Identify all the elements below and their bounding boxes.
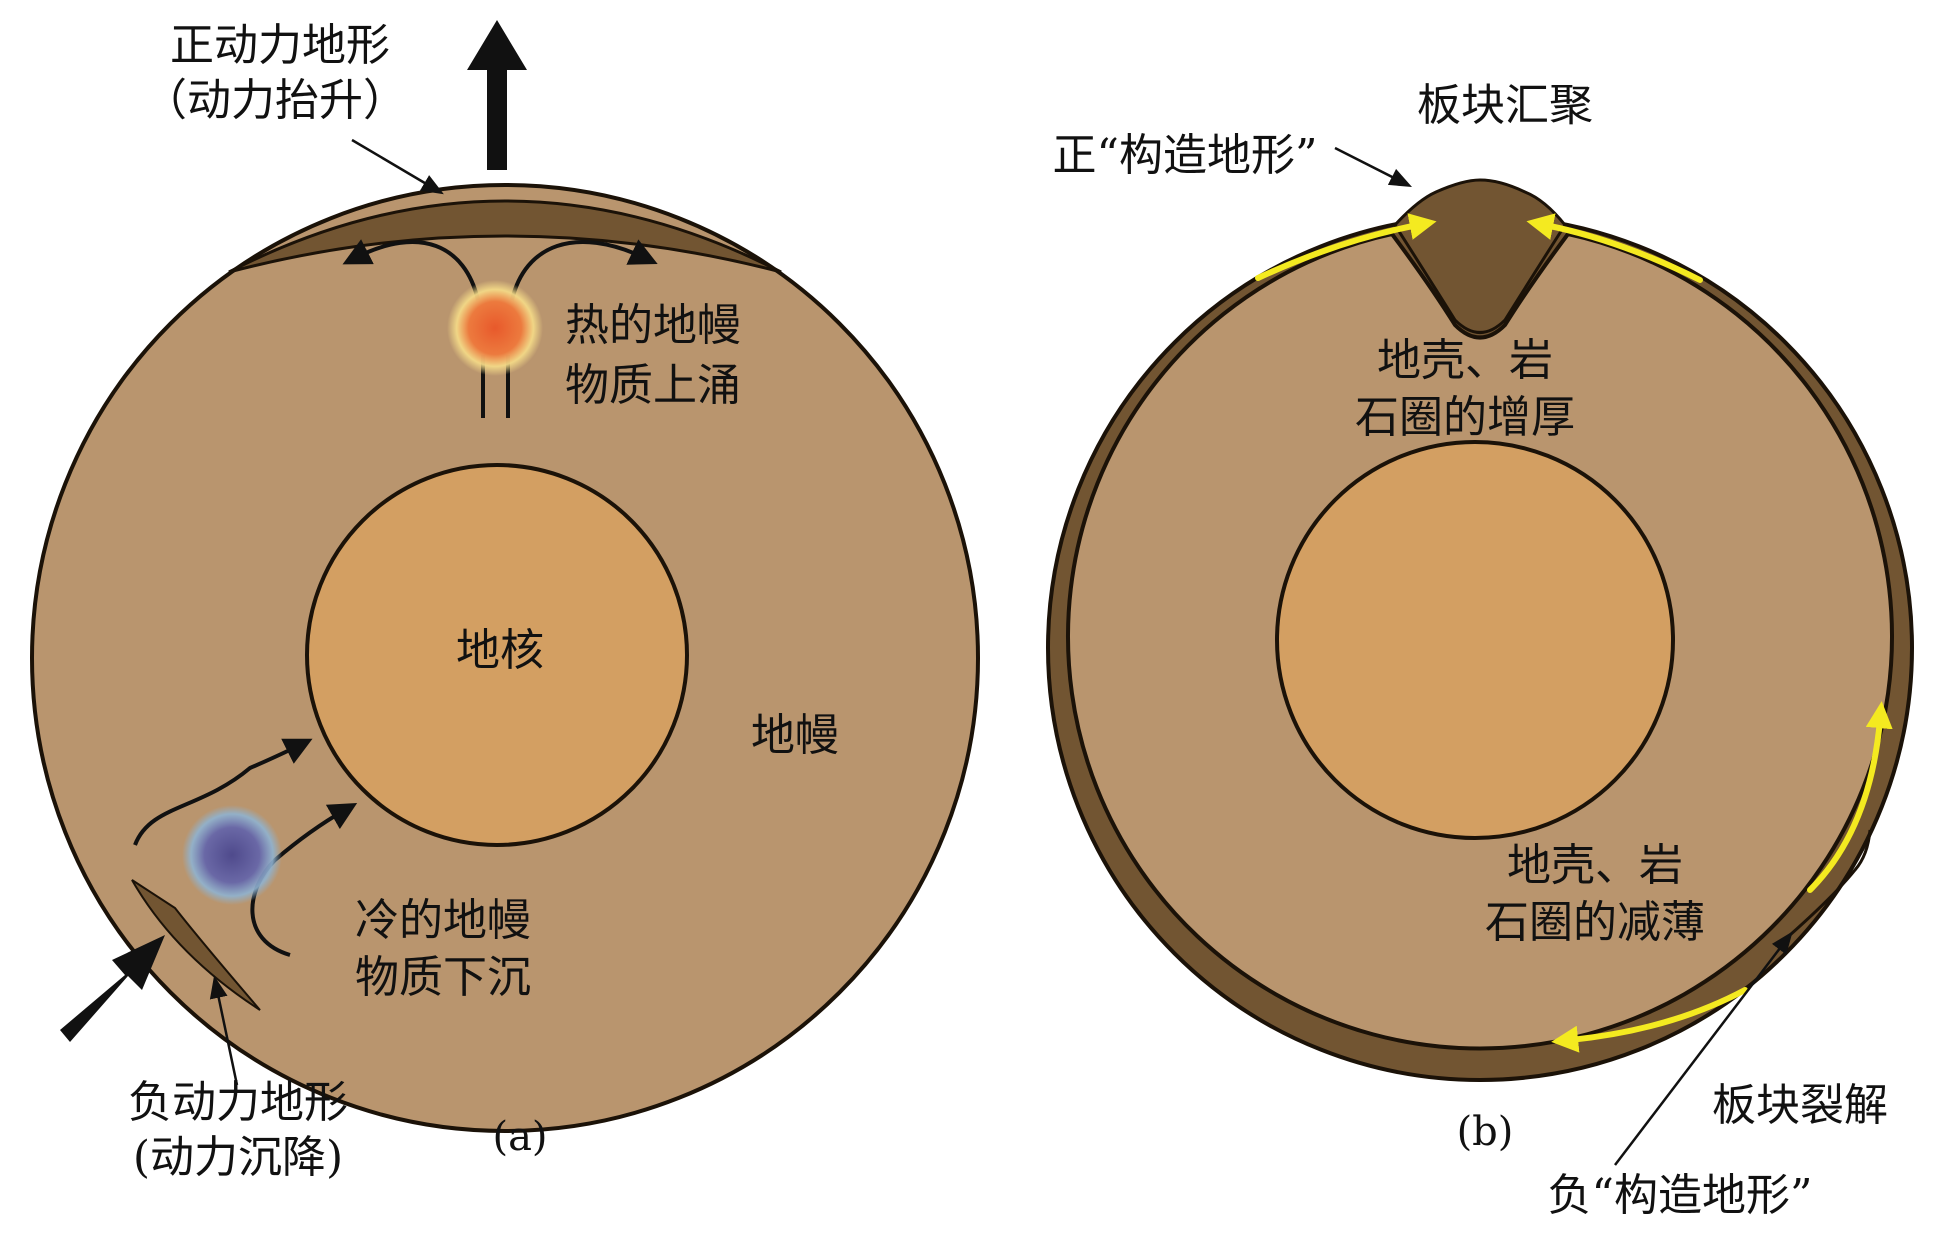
panel-a: 正动力地形 （动力抬升） 热的地幔 物质上涌 地核 地幔 冷的地幔 物质下沉 负… — [30, 20, 980, 1183]
rifting-label: 板块裂解 — [1712, 1080, 1888, 1131]
convergence-pointer — [1334, 146, 1413, 188]
rifting-pointer — [1614, 931, 1793, 1166]
sink-arrow-1 — [133, 738, 313, 846]
positive-tectonic-label: 正“构造地形” — [1053, 130, 1318, 181]
panel-b: 板块汇聚 正“构造地形” 地壳、岩 石圈的增厚 地壳、岩 石圈的减薄 板块裂解 … — [1046, 80, 1914, 1221]
mantle-label: 地幔 — [751, 710, 839, 761]
cold-sinking-line1: 冷的地幔 — [355, 895, 531, 946]
negative-topography-line1: 负动力地形 — [128, 1077, 348, 1128]
plate-arrow-right — [1526, 213, 1703, 283]
hot-upwelling-line2: 物质上涌 — [565, 360, 741, 411]
caption-b: (b) — [1457, 1109, 1514, 1155]
subsidence-band — [131, 879, 261, 1011]
negative-tectonic-label: 负“构造地形” — [1548, 1170, 1813, 1221]
convergence-label: 板块汇聚 — [1417, 80, 1593, 131]
subsidence-arrow — [60, 935, 165, 1042]
hot-plume — [447, 280, 543, 376]
subsidence-pointer — [209, 975, 239, 1086]
hot-upwelling-line1: 热的地幔 — [565, 300, 741, 351]
uplift-arrow — [467, 20, 527, 170]
cold-plume — [182, 805, 282, 905]
cold-sinking-line2: 物质下沉 — [355, 952, 531, 1003]
negative-topography-line2: (动力沉降) — [133, 1132, 343, 1183]
thickening-line1: 地壳、岩 — [1377, 335, 1553, 386]
flow-arrow-left — [342, 239, 480, 301]
plate-arrow-up-right — [1807, 701, 1893, 893]
flow-arrow-right — [510, 239, 658, 301]
thickened-root — [1393, 178, 1567, 334]
positive-topography-line2: （动力抬升） — [143, 75, 407, 126]
positive-topography-line1: 正动力地形 — [170, 20, 390, 71]
thickening-line2: 石圈的增厚 — [1355, 392, 1575, 443]
plate-arrow-left — [1255, 213, 1437, 281]
plate-arrow-down-left — [1551, 987, 1748, 1053]
thinning-line1: 地壳、岩 — [1507, 840, 1683, 891]
thinned-zone — [1789, 829, 1872, 937]
caption-a: (a) — [492, 1114, 547, 1160]
core-b — [1275, 440, 1675, 840]
thinning-line2: 石圈的减薄 — [1485, 897, 1705, 948]
core-label-a: 地核 — [456, 625, 544, 676]
uplift-pointer — [351, 138, 444, 195]
core-a — [305, 463, 689, 847]
